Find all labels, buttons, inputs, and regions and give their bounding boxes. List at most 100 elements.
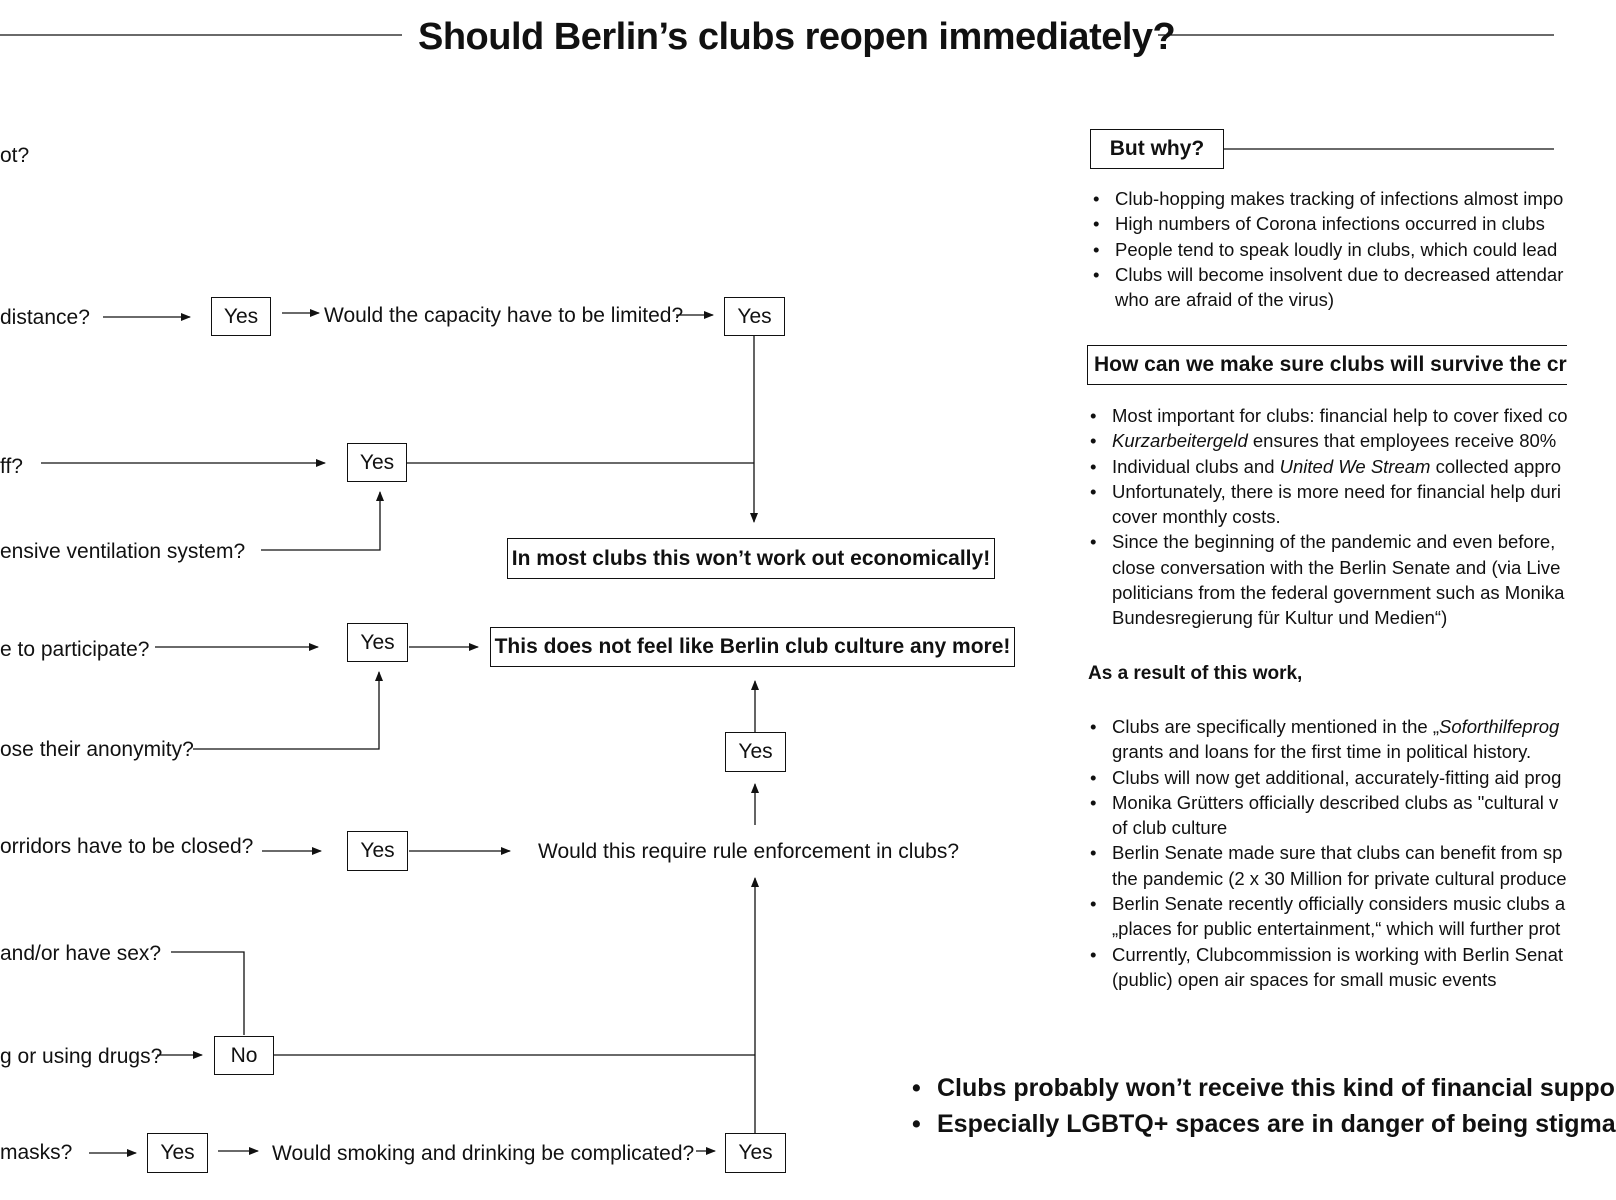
- bullet-dot: •: [1090, 893, 1097, 915]
- bottom-bullet-2: • Especially LGBTQ+ spaces are in danger …: [912, 1106, 1616, 1142]
- text-run: cover monthly costs.: [1112, 506, 1281, 528]
- text-run: Berlin Senate recently officially consid…: [1112, 893, 1566, 915]
- text-run: Clubs are specifically mentioned in the …: [1112, 716, 1439, 737]
- why-item-line: Clubs will become insolvent due to decre…: [1115, 263, 1564, 285]
- why-list: • Club-hopping makes tracking of infectio…: [1090, 186, 1563, 312]
- survive-item: • Individual clubs and United We Stream c…: [1087, 454, 1568, 479]
- survive-item-line: politicians from the federal government …: [1112, 580, 1568, 605]
- bullet-dot: •: [1093, 188, 1100, 209]
- answer-yes-enforcement: Yes: [725, 732, 786, 772]
- bullet-dot: •: [1090, 716, 1097, 737]
- bullet-dot: •: [1090, 480, 1097, 502]
- line-sex-down: [171, 951, 245, 1035]
- result-list: • Clubs are specifically mentioned in the…: [1087, 714, 1567, 992]
- result-heading: As a result of this work,: [1088, 663, 1303, 684]
- result-item-line: the pandemic (2 x 30 Million for private…: [1112, 866, 1567, 891]
- bullet-dot: •: [1090, 430, 1097, 452]
- text-run: Most important for clubs: financial help…: [1112, 405, 1568, 426]
- italic-term: Soforthilfeprog: [1439, 716, 1560, 737]
- text-run: close conversation with the Berlin Senat…: [1112, 556, 1561, 578]
- line-anonymity-up: [193, 671, 383, 750]
- why-item: • Clubs will become insolvent due to decr…: [1090, 262, 1563, 313]
- why-item-line: who are afraid of the virus): [1115, 289, 1335, 311]
- question-masks: masks?: [0, 1141, 73, 1164]
- text-run: Individual clubs and: [1112, 455, 1280, 477]
- text-run: Clubs will now get additional, accuratel…: [1112, 766, 1562, 788]
- result-item-line: Monika Grütters officially described clu…: [1112, 790, 1567, 815]
- survive-item-line: Since the beginning of the pandemic and …: [1112, 529, 1568, 554]
- text-run: „places for public entertainment,“ which…: [1112, 918, 1561, 940]
- question-corridors: orridors have to be closed?: [0, 835, 254, 858]
- why-item-line: High numbers of Corona infections occurr…: [1115, 213, 1545, 235]
- result-item: • Clubs will now get additional, accurate…: [1087, 765, 1567, 790]
- question-1: ot?: [0, 144, 30, 167]
- page-title: Should Berlin’s clubs reopen immediately…: [418, 16, 1176, 58]
- question-smoking: Would smoking and drinking be complicate…: [272, 1142, 695, 1165]
- result-item: •Monika Grütters officially described cl…: [1087, 790, 1567, 841]
- bottom-bullet-1: •Clubs probably won’t receive this kind …: [912, 1070, 1615, 1106]
- bullet-dot: •: [1090, 766, 1097, 788]
- text-run: (public) open air spaces for small music…: [1112, 968, 1497, 990]
- text-run: Bundesregierung für Kultur und Medien“): [1112, 607, 1448, 629]
- bullet-dot: •: [1093, 213, 1100, 235]
- survive-item: • Kurzarbeitergeld ensures that employees…: [1087, 428, 1568, 453]
- result-item-line: (public) open air spaces for small music…: [1112, 967, 1567, 992]
- text-run: collected appro: [1430, 455, 1562, 477]
- answer-yes-smoking: Yes: [725, 1133, 786, 1173]
- question-staff: ff?: [0, 455, 23, 478]
- why-heading: But why?: [1090, 129, 1224, 169]
- bullet-dot: •: [1093, 238, 1100, 260]
- result-item: • Berlin Senate made sure that clubs can …: [1087, 840, 1567, 891]
- text-run: Unfortunately, there is more need for fi…: [1112, 480, 1562, 502]
- bullet-dot: •: [1093, 263, 1100, 285]
- answer-yes-staff: Yes: [347, 443, 407, 482]
- text-run: Monika Grütters officially described clu…: [1112, 791, 1559, 813]
- result-item: • Clubs are specifically mentioned in the…: [1087, 714, 1567, 765]
- text-run: Currently, Clubcommission is working wit…: [1112, 943, 1564, 965]
- conclusion-economic: In most clubs this won’t work out econom…: [507, 538, 995, 579]
- answer-yes-masks: Yes: [147, 1133, 208, 1173]
- bullet-dot: •: [1090, 405, 1097, 426]
- question-participate: e to participate?: [0, 638, 150, 661]
- question-drugs: g or using drugs?: [0, 1045, 163, 1068]
- question-capacity: Would the capacity have to be limited?: [324, 304, 684, 327]
- conclusion-culture: This does not feel like Berlin club cult…: [490, 627, 1015, 667]
- why-item-line: Club-hopping makes tracking of infection…: [1115, 188, 1564, 209]
- text-run: politicians from the federal government …: [1112, 582, 1565, 604]
- survive-item: • Most important for clubs: financial hel…: [1087, 403, 1568, 428]
- bottom-bullet-text: Clubs probably won’t receive this kind o…: [937, 1074, 1615, 1102]
- survive-item-line: Individual clubs and United We Stream co…: [1112, 454, 1568, 479]
- question-ventilation: ensive ventilation system?: [0, 540, 246, 563]
- italic-term: Kurzarbeitergeld: [1112, 430, 1248, 452]
- result-item: • Currently, Clubcommission is working wi…: [1087, 942, 1567, 993]
- text-run: of club culture: [1112, 817, 1228, 839]
- survive-item-line: close conversation with the Berlin Senat…: [1112, 555, 1568, 580]
- survive-item-line: Most important for clubs: financial help…: [1112, 403, 1568, 428]
- result-item-line: grants and loans for the first time in p…: [1112, 739, 1567, 764]
- result-item-line: Clubs will now get additional, accuratel…: [1112, 765, 1567, 790]
- why-item: • High numbers of Corona infections occur…: [1090, 211, 1563, 236]
- survive-heading: How can we make sure clubs will survive …: [1087, 345, 1567, 385]
- why-item: •People tend to speak loudly in clubs, w…: [1090, 237, 1563, 262]
- survive-item-line: Kurzarbeitergeld ensures that employees …: [1112, 428, 1568, 453]
- answer-yes-distance: Yes: [211, 297, 271, 336]
- bottom-bullet-text: Especially LGBTQ+ spaces are in danger o…: [937, 1110, 1616, 1138]
- bullet-dot: •: [1090, 842, 1097, 864]
- answer-yes-participate: Yes: [347, 623, 408, 662]
- line-ventilation-up: [261, 491, 384, 551]
- flowchart-connectors: [0, 34, 1554, 1157]
- why-item: • Club-hopping makes tracking of infectio…: [1090, 186, 1563, 211]
- result-item-line: Currently, Clubcommission is working wit…: [1112, 942, 1567, 967]
- text-run: Berlin Senate made sure that clubs can b…: [1112, 842, 1563, 864]
- question-enforcement: Would this require rule enforcement in c…: [538, 840, 959, 863]
- question-anonymity: ose their anonymity?: [0, 738, 194, 761]
- bullet-dot: •: [1090, 943, 1097, 965]
- result-item-line: Clubs are specifically mentioned in the …: [1112, 714, 1567, 739]
- text-run: ensures that employees receive 80%: [1247, 430, 1557, 452]
- answer-no-drugs: No: [214, 1036, 274, 1075]
- bullet-dot: •: [912, 1110, 921, 1138]
- question-distance: distance?: [0, 306, 90, 329]
- bullet-dot: •: [1090, 455, 1097, 477]
- survive-item-line: Bundesregierung für Kultur und Medien“): [1112, 605, 1568, 630]
- answer-yes-corridors: Yes: [347, 831, 408, 871]
